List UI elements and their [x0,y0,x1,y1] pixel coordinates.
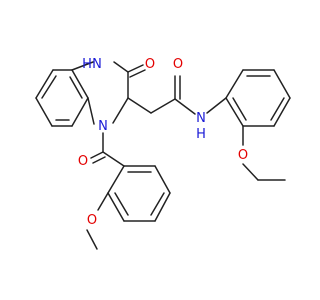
benzoyl-carbonyl [90,132,125,167]
amide-nitrogen: N [196,111,206,126]
molecule-canvas: N H N O O N H O O O [35,57,291,250]
lactam-carbonyl [127,64,146,78]
amide-oxygen: O [173,57,183,72]
structure-diagram: N H N O O N H O O O [35,57,291,250]
methoxy-group [86,192,109,250]
quinoxalinone-ring [71,61,129,125]
lactam-oxygen: O [145,57,155,72]
amide-hydrogen: H [196,127,206,142]
benzo-ring [35,69,89,127]
acetamide-chain [127,75,196,115]
ethoxyphenyl-ring [206,69,291,127]
ethoxy-oxygen: O [238,148,248,163]
ring-nh-hydrogen: H [82,57,92,72]
ring-nh-atom: N [92,57,102,72]
benzoyl-oxygen: O [78,154,88,169]
methoxyphenyl-ring [107,165,171,222]
methoxy-oxygen: O [87,213,97,228]
ethoxy-group [242,125,286,181]
ring-n1-atom: N [98,119,108,134]
